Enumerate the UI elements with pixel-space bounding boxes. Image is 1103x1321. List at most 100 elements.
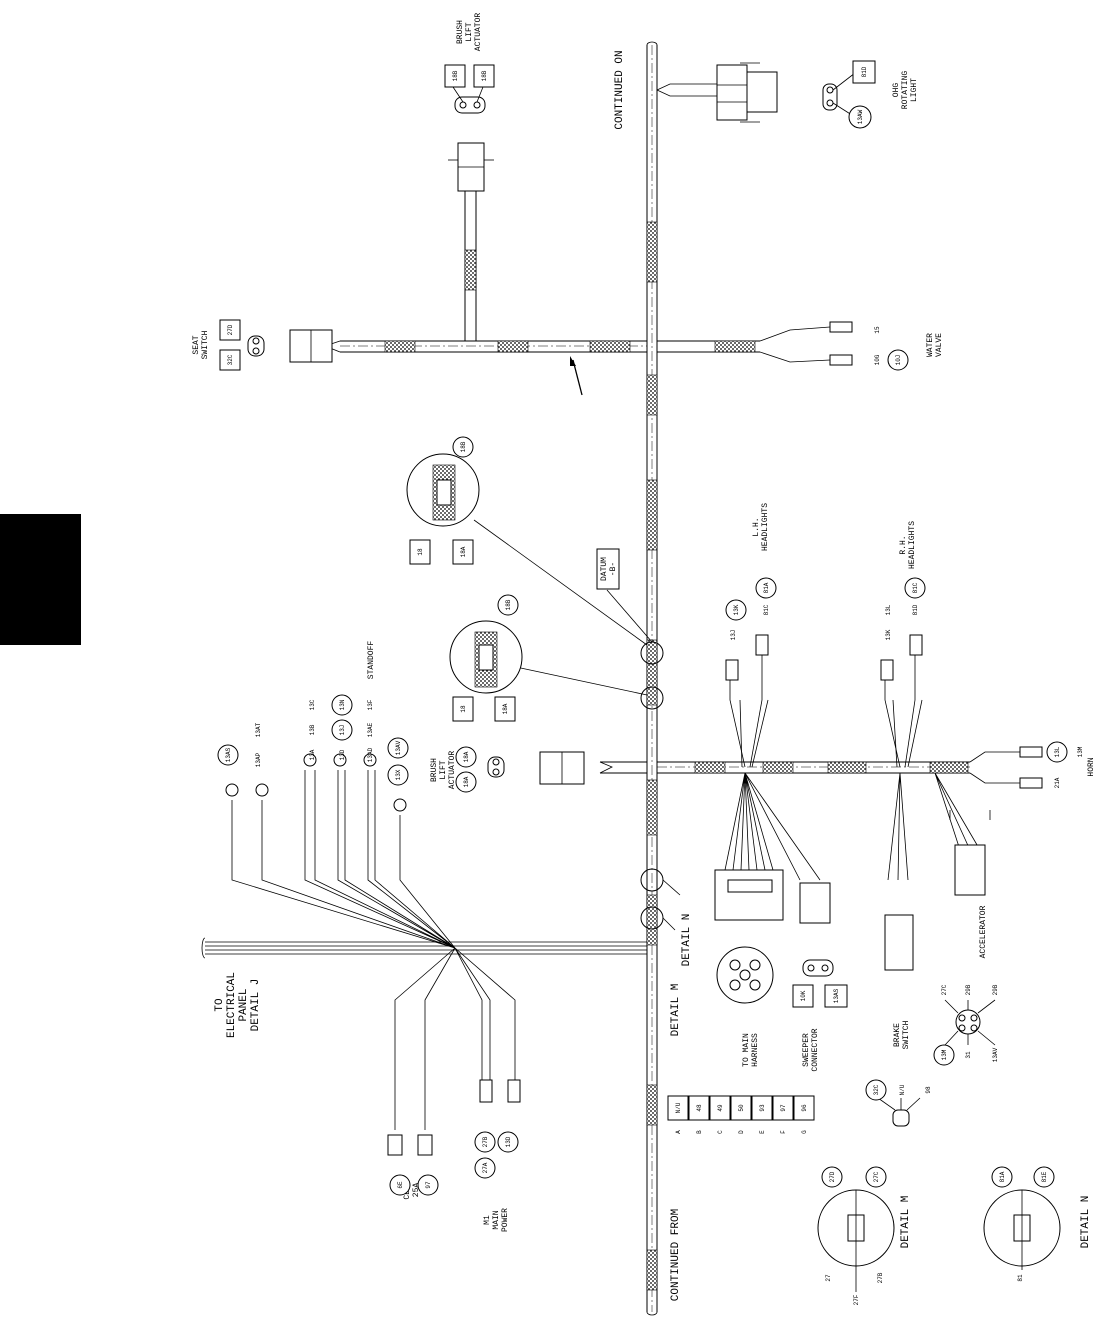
water-valve-wire-15: 15: [874, 326, 881, 334]
datum-label: DATUM: [600, 557, 609, 581]
to-electrical-panel-label: PANEL: [238, 988, 250, 1021]
cb10-label: 25A: [412, 1183, 421, 1198]
brake-wire-29b-b: 29B: [992, 984, 999, 995]
panel-wire-13as: 13AS: [225, 747, 232, 762]
detail-n-wire-81: 81: [1017, 1274, 1024, 1282]
panel-wire-13ap: 13AP: [255, 752, 262, 767]
brush-lift-mid-connector: [487, 751, 585, 785]
pin-wire-label: 97: [780, 1104, 787, 1112]
standoff-label: STANDOFF: [367, 641, 376, 680]
brush-mid-wire-18a-top-tag-circle: [455, 746, 477, 768]
m1-main-power-label: POWER: [501, 1208, 510, 1232]
brake-wire-31: 31: [965, 1051, 972, 1059]
panel-wire-13b: 13B: [309, 724, 316, 735]
page-edge-tab: [0, 514, 81, 645]
brush-mid-wire-18a-bot: 18A: [463, 776, 470, 787]
pin-letter-label: D: [738, 1130, 745, 1134]
ring-terminals: [225, 753, 407, 812]
pin-wire-label: 50: [738, 1104, 745, 1112]
detail-n-wire-81a-tag-circle: [991, 1166, 1013, 1188]
rh-headlight-wires: [880, 634, 991, 971]
brush-lift-actuator-top-label: LIFT: [465, 22, 474, 41]
to-main-harness-label: TO MAIN: [742, 1033, 751, 1067]
detail-mid-wire-18b-tag-circle: [497, 594, 519, 616]
panel-wire-13d: 13D: [339, 749, 346, 760]
pin-cell: [709, 1095, 731, 1121]
cb10-wire-6e: 6E: [397, 1181, 404, 1189]
panel-wire-13j-tag-circle: [331, 719, 353, 741]
sweeper-connector-label: SWEEPER: [802, 1033, 811, 1067]
detail-bubble-top: [406, 453, 480, 565]
brush-lift-actuator-top-label: BRUSH: [456, 20, 465, 44]
sweeper-connector: [792, 959, 848, 1008]
detail-mid-wire-18a: 18A: [502, 703, 509, 714]
detail-top-wire-18a: 18A: [460, 546, 467, 557]
sweeper-wire-10k: 10K: [800, 990, 807, 1001]
brake-switch: [944, 999, 996, 1046]
ohg-rotating-light-label: ROTATING: [901, 71, 910, 110]
water-valve-label: VALVE: [935, 333, 944, 357]
accelerator-label: ACCELERATOR: [979, 905, 988, 958]
detail-m-wire-27: 27: [825, 1274, 832, 1282]
detail-m-wire-27c-tag-circle: [865, 1166, 887, 1188]
detail-m-wire-27b: 27B: [877, 1272, 884, 1283]
brake-switch-label: BRAKE: [893, 1023, 902, 1047]
brake-wire-13av: 13AV: [992, 1047, 999, 1062]
brush-lift-actuator-mid-label: ACTUATOR: [448, 751, 457, 790]
seat-switch-plug: [219, 319, 333, 371]
to-electrical-panel-label: ELECTRICAL: [226, 972, 238, 1038]
brush-top-wire-a: 18B: [452, 70, 459, 81]
main-trunk: [646, 41, 658, 1316]
panel-wire-13x-tag-circle: [387, 764, 409, 786]
rh-headlight-wire-81d: 81D: [912, 604, 919, 615]
ohg-rotating-light-label: OHG: [892, 83, 901, 98]
to-main-harness-label: HARNESS: [751, 1033, 760, 1067]
pin-cell: [772, 1095, 794, 1121]
ohg-rotating-light-label: LIGHT: [910, 78, 919, 102]
to-electrical-panel-label: DETAIL J: [250, 979, 262, 1032]
small-conn-wire-32c-tag-circle: [865, 1079, 887, 1101]
m1-wire-13d: 13D: [505, 1136, 512, 1147]
m1-wire-27a-tag-circle: [474, 1157, 496, 1179]
lh-headlight-wire-13j: 13J: [730, 630, 737, 641]
datum-label: -B-: [609, 562, 618, 576]
m1-wire-27b-tag-circle: [474, 1131, 496, 1153]
detail-n-title: DETAIL N: [1080, 1196, 1092, 1249]
continued-on-label: CONTINUED ON: [614, 50, 626, 129]
panel-wire-13f: 13F: [367, 699, 374, 710]
horn-label: HORN: [1087, 757, 1096, 776]
lh-headlight-wire-81a: 81A: [763, 582, 770, 593]
continued-from-label: CONTINUED FROM: [670, 1209, 682, 1301]
pin-cell: [793, 1095, 815, 1121]
pin-cell: [751, 1095, 773, 1121]
electrical-panel-bundle: [201, 770, 647, 1156]
brush-lift-actuator-mid-label: LIFT: [439, 760, 448, 779]
panel-wire-13ad: 13AD: [367, 747, 374, 762]
trunk-detail-circles: [473, 519, 681, 931]
horn-wire-13l: 13L: [1054, 746, 1061, 757]
pin-wire-label: N/U: [675, 1102, 682, 1113]
ohg-light-wire-81d: 81D: [861, 66, 868, 77]
panel-wire-13a: 13A: [309, 749, 316, 760]
horn-wire-21a: 21A: [1054, 777, 1061, 788]
pin-letter-label: G: [801, 1130, 808, 1134]
panel-wire-13j: 13J: [339, 725, 346, 736]
small-connector: [877, 1097, 921, 1127]
panel-wire-13c: 13C: [309, 699, 316, 710]
rh-headlights-label: HEADLIGHTS: [908, 521, 917, 569]
pin-letter-label: C: [717, 1130, 724, 1134]
ohg-light-plug: [822, 60, 876, 129]
brake-wire-13m: 13M: [941, 1049, 948, 1060]
panel-wire-13at: 13AT: [255, 722, 262, 737]
to-electrical-panel-label: TO: [214, 998, 226, 1012]
water-valve-wire-10j-tag-circle: [887, 349, 909, 371]
rh-headlight-wire-13k: 13K: [885, 629, 892, 640]
cb10-wire-6e-tag-circle: [389, 1174, 411, 1196]
m1-wire-27a: 27A: [482, 1162, 489, 1173]
sweeper-wire-13as: 13AS: [833, 988, 840, 1003]
brake-switch-label: SWITCH: [902, 1020, 911, 1049]
detail-m-callout: DETAIL M: [670, 984, 682, 1037]
middle-branch: [599, 746, 1043, 789]
